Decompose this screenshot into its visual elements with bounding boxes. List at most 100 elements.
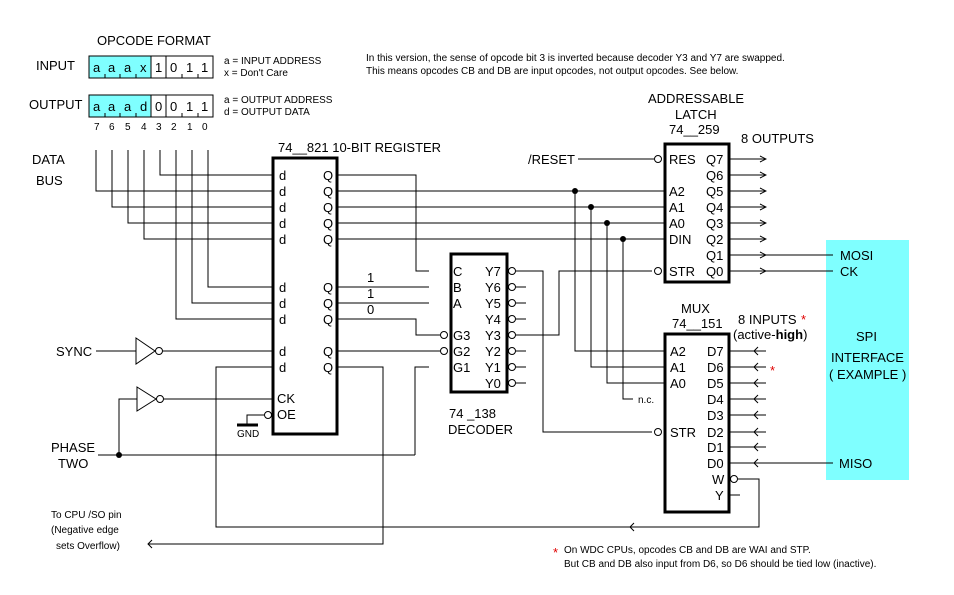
input-bit-2: 0	[170, 60, 177, 75]
latch-title-2: LATCH	[675, 107, 717, 122]
bit-number-7: 7	[94, 122, 100, 133]
mux-input-a0: A0	[670, 376, 686, 391]
reset-label: /RESET	[528, 152, 575, 167]
register-d-pin-2: d	[279, 200, 286, 215]
decoder-input-g2: G2	[453, 344, 470, 359]
note-line-2: This means opcodes CB and DB are input o…	[366, 66, 738, 77]
decoder-output-y5: Y5	[485, 296, 501, 311]
register-q-pin-1: Q	[323, 184, 333, 199]
output-bit-3: 0	[155, 99, 162, 114]
output-bit-7: a	[93, 99, 101, 114]
latch-output-q5: Q5	[706, 184, 723, 199]
register-q-pin-3: Q	[323, 216, 333, 231]
sync-label: SYNC	[56, 344, 92, 359]
decoder-output-y6: Y6	[485, 280, 501, 295]
register-title: 74__821 10-BIT REGISTER	[278, 140, 441, 155]
latch-input-a0: A0	[669, 216, 685, 231]
bit-number-6: 6	[109, 122, 115, 133]
input-bit-1: 1	[186, 60, 193, 75]
mux-title: MUX	[681, 301, 710, 316]
so-note-1: To CPU /SO pin	[51, 510, 122, 521]
decoder-output-y4: Y4	[485, 312, 501, 327]
mux-input-a2: A2	[670, 344, 686, 359]
decoder-input-c: C	[453, 264, 462, 279]
footnote-line-1: On WDC CPUs, opcodes CB and DB are WAI a…	[564, 545, 811, 556]
latch-input-a2: A2	[669, 184, 685, 199]
latch-input-res: RES	[669, 152, 696, 167]
d6-asterisk: *	[770, 363, 775, 378]
latch-part: 74__259	[669, 122, 720, 137]
mux-input-str: STR	[670, 425, 696, 440]
input-row-label: INPUT	[36, 58, 75, 73]
output-row-label: OUTPUT	[29, 97, 83, 112]
junction-dot	[116, 452, 122, 458]
data-bus-wires	[95, 150, 273, 320]
mux-inputs-label: 8 INPUTS	[738, 312, 797, 327]
register-d-pin-8: d	[279, 344, 286, 359]
latch-outputs-label: 8 OUTPUTS	[741, 131, 814, 146]
input-bit-7: a	[93, 60, 101, 75]
input-bit-3: 1	[155, 60, 162, 75]
spi-interface-box	[826, 240, 909, 480]
mux-output-y: Y	[715, 488, 724, 503]
mux-input-a1: A1	[670, 360, 686, 375]
mux-data-d4: D4	[707, 392, 724, 407]
footnote-asterisk: *	[553, 545, 558, 560]
opcode-format-title: OPCODE FORMAT	[97, 33, 211, 48]
mux-output-w: W	[712, 472, 725, 487]
clock-inverter	[136, 386, 157, 412]
decoder-chip	[449, 252, 509, 394]
register-q-pin-6: Q	[323, 296, 333, 311]
latch-output-q1: Q1	[706, 248, 723, 263]
wire-value-b: 1	[367, 270, 374, 285]
register-q-pin-2: Q	[323, 200, 333, 215]
spi-ck: CK	[840, 264, 858, 279]
mux-active-high: (active-high)	[733, 327, 807, 342]
wire-value-a: 1	[367, 286, 374, 301]
decoder-part: 74 _138	[449, 406, 496, 421]
latch-output-q6: Q6	[706, 168, 723, 183]
decoder-output-y2: Y2	[485, 344, 501, 359]
bit-number-0: 0	[202, 122, 208, 133]
output-bit-6: a	[108, 99, 116, 114]
output-bit-5: a	[124, 99, 132, 114]
phase-two-label-1: PHASE	[51, 440, 95, 455]
register-q-pin-7: Q	[323, 312, 333, 327]
so-note-2: (Negative edge	[51, 525, 119, 536]
register-d-pin-4: d	[279, 232, 286, 247]
latch-output-q2: Q2	[706, 232, 723, 247]
register-q-pin-9: Q	[323, 360, 333, 375]
bit-number-1: 1	[187, 122, 193, 133]
decoder-output-y1: Y1	[485, 360, 501, 375]
sync-inverter	[135, 337, 156, 365]
mux-data-d1: D1	[707, 440, 724, 455]
latch-input-str: STR	[669, 264, 695, 279]
register-q-pin-5: Q	[323, 280, 333, 295]
latch-output-q3: Q3	[706, 216, 723, 231]
input-legend-x: x = Don't Care	[224, 68, 288, 79]
spi-title-1: SPI	[856, 329, 877, 344]
register-ck-pin: CK	[277, 391, 295, 406]
register-d-pin-5: d	[279, 280, 286, 295]
decoder-input-g1: G1	[453, 360, 470, 375]
latch-output-q0: Q0	[706, 264, 723, 279]
spi-miso: MISO	[839, 456, 872, 471]
bit-number-2: 2	[171, 122, 177, 133]
decoder-output-y0: Y0	[485, 376, 501, 391]
latch-output-q7: Q7	[706, 152, 723, 167]
mux-inputs-asterisk: *	[801, 312, 806, 327]
bit-number-5: 5	[125, 122, 131, 133]
mux-data-d0: D0	[707, 456, 724, 471]
register-q-pin-8: Q	[323, 344, 333, 359]
output-bit-4: d	[140, 99, 147, 114]
input-bit-0: 1	[201, 60, 208, 75]
phase-two-label-2: TWO	[58, 456, 88, 471]
output-bit-0: 1	[201, 99, 208, 114]
mux-data-d2: D2	[707, 425, 724, 440]
output-legend-a: a = OUTPUT ADDRESS	[224, 95, 333, 106]
bit-number-4: 4	[141, 122, 147, 133]
register-oe-pin: OE	[277, 407, 296, 422]
register-q-pin-0: Q	[323, 168, 333, 183]
